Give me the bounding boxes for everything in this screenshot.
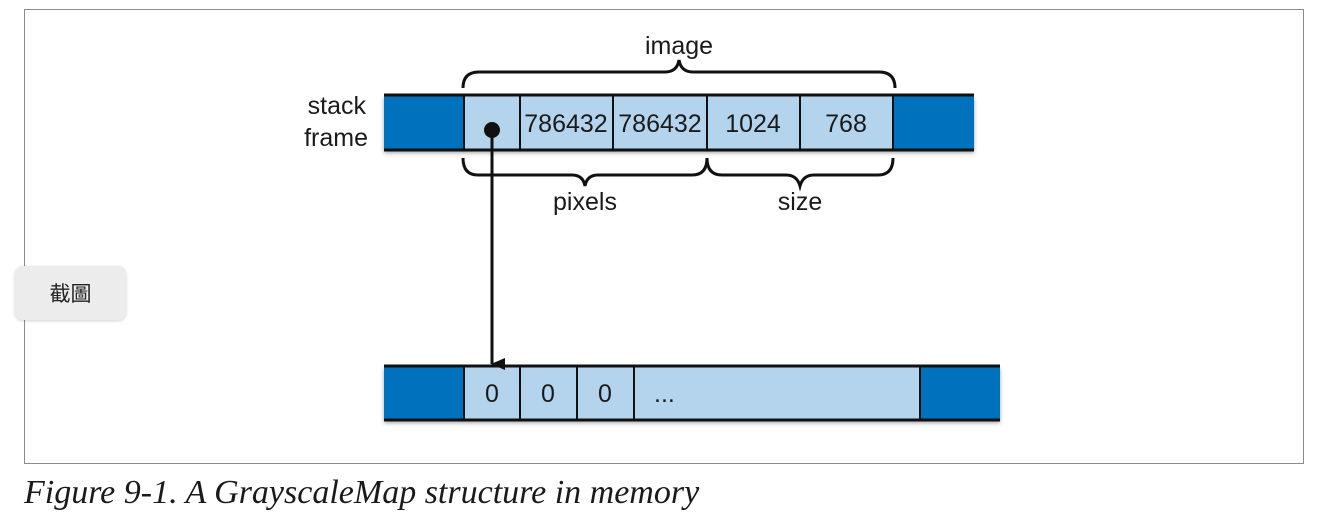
screenshot-button[interactable]: 截圖 <box>15 266 126 320</box>
heap-row <box>384 366 1000 420</box>
image-brace <box>461 59 897 89</box>
heap-cell-1: 0 <box>541 380 555 408</box>
heap-cell-0: 0 <box>485 380 499 408</box>
memory-diagram: image stack frame 786432 786432 1024 768… <box>304 32 1000 422</box>
image-label: image <box>645 32 713 60</box>
stack-cell-1: 786432 <box>524 110 607 138</box>
stack-cell-4: 768 <box>825 110 867 138</box>
figure-caption: Figure 9-1. A GrayscaleMap structure in … <box>24 474 700 511</box>
size-brace <box>705 157 895 192</box>
stack-label-line2: frame <box>304 124 368 152</box>
stack-label-line1: stack <box>308 92 367 120</box>
heap-cell-ellipsis: ... <box>654 380 675 408</box>
stack-cell-2: 786432 <box>618 110 701 138</box>
pixels-brace <box>461 157 709 187</box>
size-label: size <box>778 188 822 216</box>
stack-frame-row <box>384 95 974 150</box>
pixels-label: pixels <box>553 188 617 216</box>
heap-cell-2: 0 <box>598 380 612 408</box>
stack-cell-3: 1024 <box>725 110 781 138</box>
